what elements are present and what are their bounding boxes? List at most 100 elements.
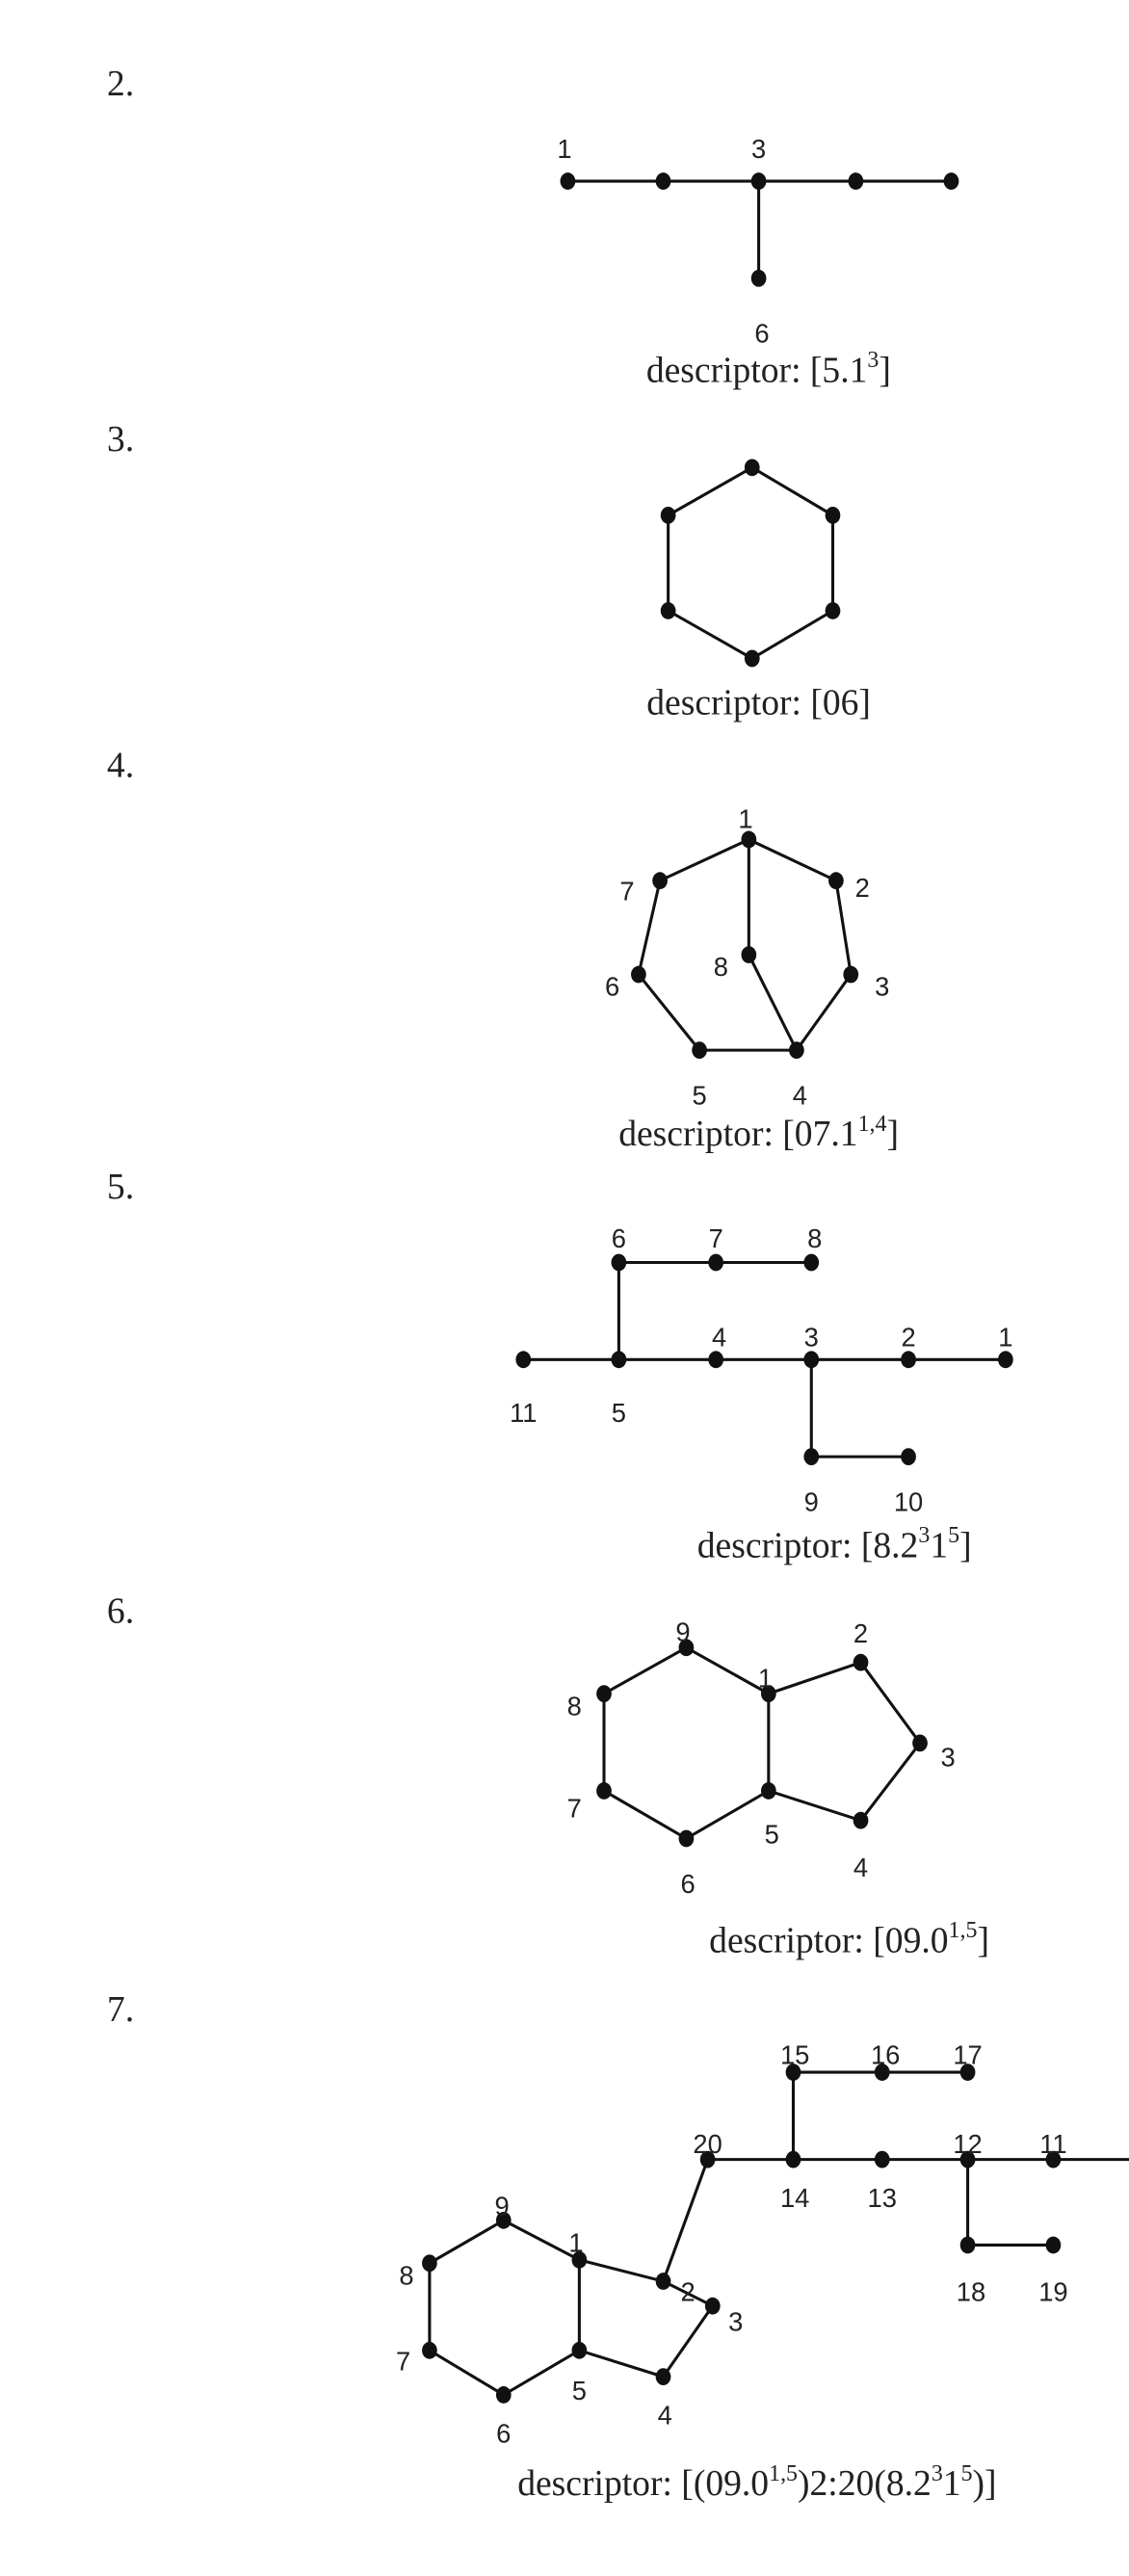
node-label: 1 bbox=[557, 134, 571, 164]
graph-edge bbox=[662, 2159, 710, 2282]
graph-node bbox=[912, 1734, 928, 1752]
node-label: 6 bbox=[681, 1869, 696, 1899]
graph-node bbox=[741, 946, 757, 963]
descriptor: descriptor: [06] bbox=[646, 684, 871, 723]
graph-number: 5. bbox=[107, 1168, 134, 1207]
descriptor-superscript: 5 bbox=[948, 1523, 959, 1548]
node-label: 13 bbox=[868, 2183, 897, 2213]
graph-edge bbox=[659, 838, 749, 882]
graph-node bbox=[422, 2254, 437, 2273]
graph-edge bbox=[578, 2349, 664, 2379]
graph-node bbox=[1045, 2236, 1062, 2254]
node-label: 19 bbox=[1038, 2277, 1067, 2307]
descriptor-superscript: 3 bbox=[867, 348, 879, 373]
graph-edge bbox=[859, 1742, 922, 1822]
descriptor-text: descriptor: [8.2 bbox=[697, 1526, 919, 1565]
graph-node bbox=[655, 172, 671, 190]
descriptor-text: ] bbox=[879, 351, 891, 390]
descriptor: descriptor: [(09.01,5)2:20(8.2315)] bbox=[517, 2461, 996, 2504]
node-label: 5 bbox=[765, 1820, 779, 1850]
descriptor-text: )] bbox=[973, 2464, 997, 2504]
descriptor-text: )2:20(8.2 bbox=[798, 2464, 932, 2504]
graph-node bbox=[853, 1653, 869, 1671]
node-label: 7 bbox=[396, 2346, 410, 2376]
descriptor-text: 1 bbox=[943, 2464, 961, 2504]
graph-node bbox=[853, 1811, 869, 1829]
node-label: 16 bbox=[871, 2040, 900, 2070]
node-label: 8 bbox=[807, 1223, 822, 1253]
graph-node bbox=[901, 1448, 916, 1466]
graph-node bbox=[785, 2063, 801, 2081]
node-label: 2 bbox=[855, 873, 870, 903]
graph-node bbox=[959, 2150, 976, 2169]
graph-node bbox=[901, 1351, 916, 1369]
descriptor-text: ] bbox=[977, 1921, 989, 1960]
node-label: 20 bbox=[693, 2129, 722, 2159]
node-label: 1 bbox=[998, 1323, 1012, 1353]
descriptor-text: ] bbox=[886, 1115, 899, 1154]
graph-node bbox=[750, 269, 767, 287]
graph-node bbox=[750, 172, 767, 190]
descriptor-text: descriptor: [5.1 bbox=[646, 351, 868, 390]
node-label: 18 bbox=[957, 2277, 985, 2307]
node-label: 4 bbox=[793, 1081, 807, 1111]
graph-edge bbox=[859, 1661, 922, 1745]
descriptor-superscript: 3 bbox=[932, 2461, 943, 2486]
graph-node bbox=[848, 172, 864, 190]
descriptor: descriptor: [8.2315] bbox=[697, 1523, 972, 1565]
graph-node bbox=[515, 1351, 532, 1369]
graph-edge bbox=[685, 1789, 770, 1840]
graph-node bbox=[611, 1253, 627, 1272]
node-label: 3 bbox=[804, 1323, 819, 1353]
graph-node bbox=[655, 2273, 671, 2290]
node-label: 6 bbox=[612, 1223, 626, 1253]
graph-node bbox=[596, 1782, 612, 1800]
graph-edge bbox=[662, 2279, 714, 2308]
node-label: 11 bbox=[510, 1398, 537, 1428]
graph-node bbox=[660, 506, 676, 524]
descriptor-text: descriptor: [09.0 bbox=[709, 1921, 948, 1960]
graph-node bbox=[704, 2297, 721, 2315]
graph-node bbox=[828, 872, 844, 890]
graph-node bbox=[596, 1685, 612, 1703]
graph-number: 4. bbox=[107, 747, 134, 786]
node-label: 11 bbox=[1039, 2129, 1066, 2159]
descriptor: descriptor: [07.11,4] bbox=[618, 1112, 899, 1154]
graph-edge bbox=[667, 609, 753, 660]
node-label: 5 bbox=[572, 2376, 587, 2405]
descriptor-text: descriptor: [06] bbox=[646, 684, 871, 723]
graph-edge bbox=[834, 880, 853, 975]
graph-edge bbox=[750, 466, 834, 517]
graph-node bbox=[843, 965, 859, 984]
descriptor-superscript: 1,5 bbox=[769, 2461, 798, 2486]
graph-node bbox=[678, 1639, 695, 1657]
graph-edge bbox=[637, 973, 701, 1052]
graph-node bbox=[825, 602, 841, 619]
node-label: 2 bbox=[901, 1323, 915, 1353]
node-label: 3 bbox=[728, 2306, 743, 2336]
descriptor-superscript: 1,4 bbox=[858, 1112, 887, 1137]
descriptor-text: ] bbox=[959, 1526, 972, 1565]
graph-node bbox=[571, 2341, 588, 2359]
node-label: 4 bbox=[658, 2401, 672, 2431]
graph-node bbox=[1045, 2150, 1062, 2169]
graph-edge bbox=[429, 2219, 505, 2265]
graph-node bbox=[998, 1351, 1013, 1369]
graph-node bbox=[699, 2150, 716, 2169]
node-label: 3 bbox=[940, 1742, 955, 1772]
node-label: 5 bbox=[692, 1081, 706, 1111]
graph-3: 3.descriptor: [06] bbox=[107, 420, 871, 723]
graph-edge bbox=[503, 2219, 581, 2262]
node-label: 6 bbox=[496, 2418, 511, 2448]
graph-node bbox=[708, 1351, 724, 1369]
descriptor-text: 1 bbox=[930, 1526, 948, 1565]
graph-node bbox=[611, 1351, 627, 1369]
descriptor-text: descriptor: [07.1 bbox=[618, 1115, 857, 1154]
graph-node bbox=[785, 2150, 801, 2169]
node-label: 8 bbox=[399, 2260, 413, 2290]
node-label: 3 bbox=[751, 134, 766, 164]
node-label: 9 bbox=[675, 1617, 690, 1646]
graph-node bbox=[560, 172, 576, 190]
